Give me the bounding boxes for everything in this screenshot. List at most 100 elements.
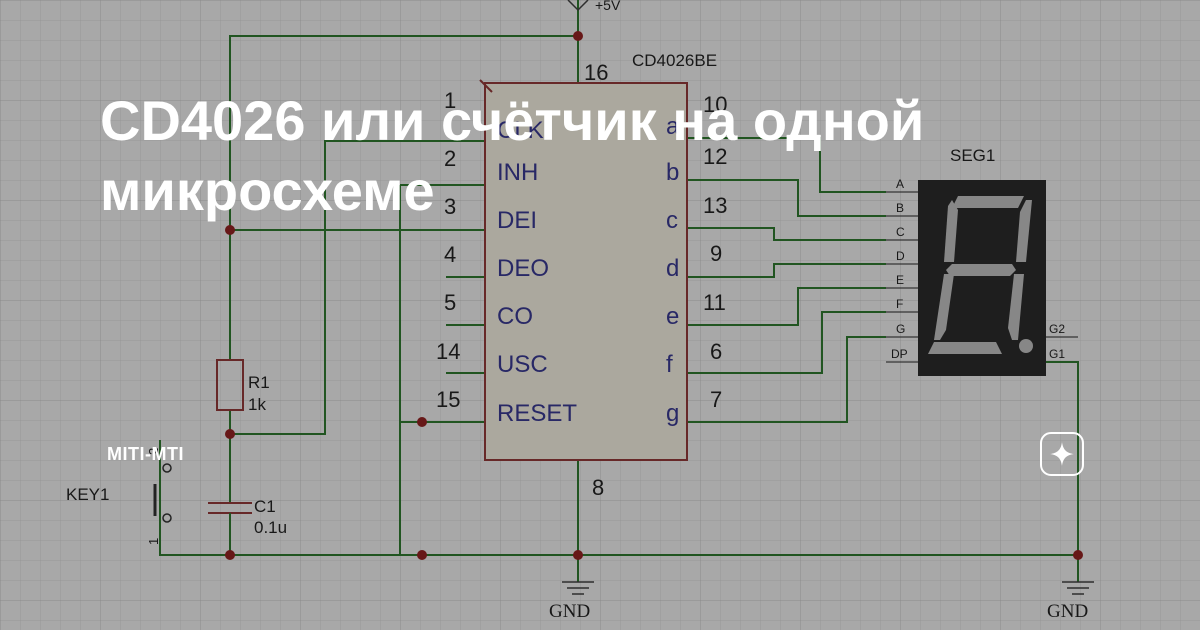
display-label: SEG1 (950, 146, 995, 165)
article-title[interactable]: CD4026 или счётчик на одной микросхеме (100, 86, 1100, 226)
key-label: KEY1 (66, 485, 109, 504)
segment-a (952, 196, 1024, 208)
ic-body (484, 82, 688, 461)
junctions (225, 31, 1083, 560)
pin-name-d: d (666, 255, 679, 282)
pin-name-deo: DEO (497, 255, 549, 282)
pin-number-10: 10 (703, 92, 727, 117)
wire-gnd-rail (159, 440, 1078, 556)
wire-seg-a (687, 137, 886, 193)
ground-symbol-left (562, 581, 594, 595)
brand-logo[interactable] (1040, 432, 1084, 476)
junction (573, 31, 583, 41)
pin-number-12: 12 (703, 144, 727, 169)
push-button-key1: KEY1 2 1 (66, 448, 172, 545)
ground-symbol-right (1062, 581, 1094, 595)
display-pin-b: B (896, 201, 904, 215)
pin-name-clk: CLK (497, 117, 544, 144)
junction (225, 225, 235, 235)
segment-f (944, 200, 958, 262)
segment-b (1016, 200, 1032, 262)
pin-number-7: 7 (710, 387, 722, 412)
segment-c (1008, 274, 1024, 340)
supply-label: +5V (595, 0, 621, 13)
junction (225, 429, 235, 439)
article-title-line-1: CD4026 или счётчик на одной (100, 89, 925, 152)
sparkle-icon (1050, 442, 1074, 466)
resistor-r1: R1 1k (216, 359, 270, 414)
wire-display-gnd (1046, 361, 1079, 582)
pin-number-2: 2 (444, 146, 456, 171)
ic-cd4026: CD4026BE 16 8 1 CLK 2 INH 3 DEI 4 DEO 5 … (436, 51, 727, 500)
capacitor-c1: C1 0.1u (208, 497, 287, 537)
pin-number-13: 13 (703, 193, 727, 218)
wire-seg-e (687, 287, 886, 326)
wires (159, 0, 1079, 582)
segment-dp (1019, 339, 1033, 353)
resistor-value: 1k (248, 395, 266, 414)
ic-pin-8: 8 (592, 475, 604, 500)
key-pin-1: 1 (146, 538, 161, 545)
junction (225, 550, 235, 560)
junction (573, 550, 583, 560)
ic-part-label: CD4026BE (632, 51, 717, 70)
resistor-body (216, 359, 244, 411)
capacitor-name: C1 (254, 497, 276, 516)
capacitor-value: 0.1u (254, 518, 287, 537)
wire-seg-g (687, 336, 886, 423)
wire-seg-c (687, 227, 886, 241)
pin-name-dei: DEI (497, 207, 537, 234)
display-pin-e: E (896, 273, 904, 287)
pin-name-reset: RESET (497, 400, 577, 427)
pin-name-c: c (666, 207, 678, 234)
display-pin-g: G (896, 322, 905, 336)
pin-number-15: 15 (436, 387, 460, 412)
wire-vdd-rail (229, 35, 578, 360)
pin-number-1: 1 (444, 88, 456, 113)
display-pin-f: F (896, 297, 903, 311)
pin-number-3: 3 (444, 194, 456, 219)
supply-symbol: +5V (567, 0, 621, 13)
segment-d (928, 342, 1002, 354)
author-name[interactable]: MITI-MTI (107, 444, 184, 464)
display-pin-c: C (896, 225, 905, 239)
display-pin-g2: G2 (1049, 322, 1065, 336)
ic-pin1-marker (479, 79, 493, 93)
segment-e (934, 274, 954, 340)
gnd-label-left: GND (549, 601, 590, 622)
pin-number-11: 11 (703, 290, 726, 315)
junction (417, 417, 427, 427)
wire-seg-f (687, 311, 886, 374)
article-title-line-2: микросхеме (100, 159, 435, 222)
key-pin-2: 2 (146, 448, 161, 455)
pin-number-14: 14 (436, 339, 460, 364)
pin-number-9: 9 (710, 241, 722, 266)
pin-name-usc: USC (497, 351, 548, 378)
pin-name-f: f (666, 351, 673, 378)
pin-number-4: 4 (444, 242, 456, 267)
pin-name-a: a (666, 113, 680, 140)
wire-clk (230, 140, 485, 435)
ic-pin-16: 16 (584, 60, 608, 85)
display-pin-a: A (896, 177, 904, 191)
pin-number-6: 6 (710, 339, 722, 364)
display-segments (928, 196, 1033, 354)
pin-name-e: e (666, 303, 679, 330)
display-pin-dp: DP (891, 347, 908, 361)
pin-name-g: g (666, 400, 679, 427)
display-pin-lines (886, 191, 1078, 363)
display-pin-g1: G1 (1049, 347, 1065, 361)
junction (417, 550, 427, 560)
resistor-name: R1 (248, 373, 270, 392)
wire-seg-d (687, 263, 886, 278)
gnd-label-right: GND (1047, 601, 1088, 622)
junction (1073, 550, 1083, 560)
pin-name-b: b (666, 159, 679, 186)
pin-name-co: CO (497, 303, 533, 330)
display-pin-d: D (896, 249, 905, 263)
pin-number-5: 5 (444, 290, 456, 315)
segment-g (946, 264, 1016, 276)
pin-name-inh: INH (497, 159, 538, 186)
